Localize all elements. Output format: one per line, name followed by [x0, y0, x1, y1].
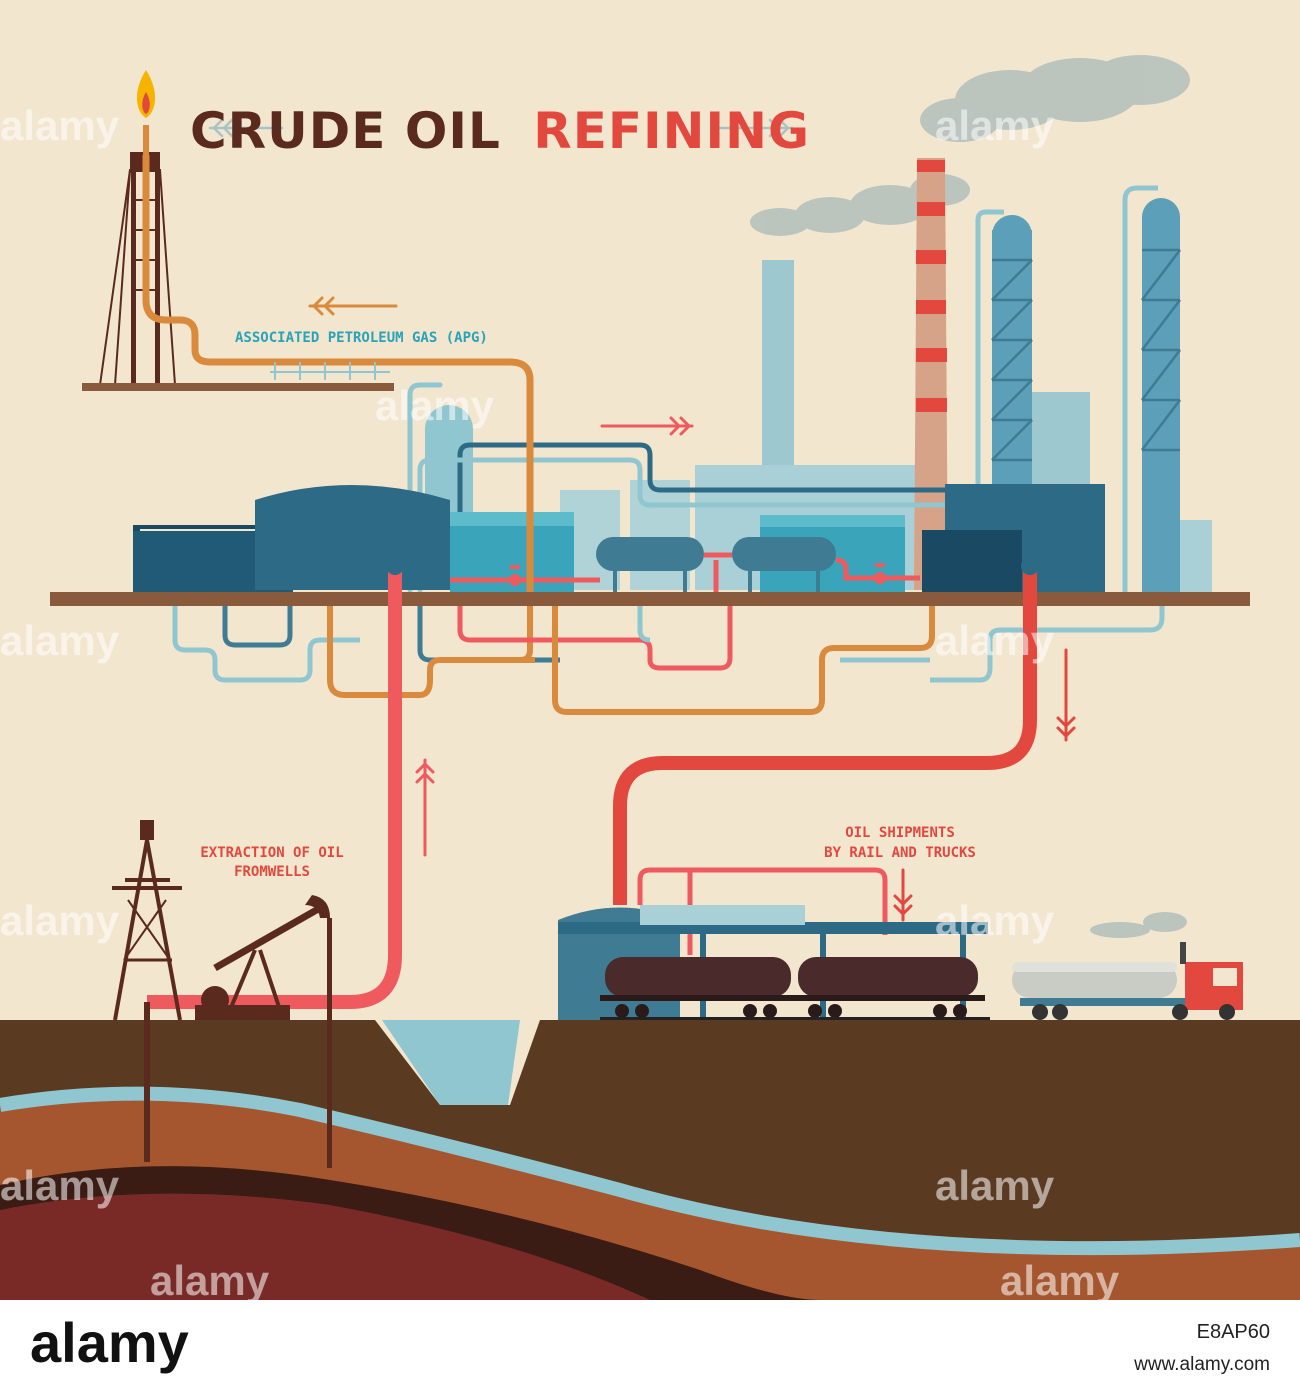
watermark-text: alamy — [150, 1257, 270, 1304]
watermark-text: alamy — [935, 897, 1055, 944]
arrow-down-shipment-icon — [1056, 648, 1076, 742]
distillation-column-2 — [1122, 185, 1181, 598]
refinery-upper-pipes — [407, 382, 948, 593]
horizontal-tanks — [596, 537, 836, 592]
oil-derrick — [112, 820, 182, 1162]
chimney — [914, 158, 948, 590]
under-platform-pipes — [172, 606, 1165, 715]
apg-label: ASSOCIATED PETROLEUM GAS (APG) — [235, 330, 488, 346]
watermarks: alamy alamy alamy alamy alamy alamy alam… — [0, 102, 1120, 1304]
distillation-column-1 — [975, 209, 1033, 505]
page-title: CRUDE OIL REFINING — [190, 102, 810, 160]
apg-pipe — [142, 155, 534, 595]
extraction-label-line-1: EXTRACTION OF OIL — [200, 845, 343, 861]
valve-icons — [509, 563, 886, 586]
flow-arrows — [208, 118, 1076, 1068]
watermark-text: alamy — [0, 897, 120, 944]
title-part-2: REFINING — [533, 102, 810, 160]
refinery-platform — [50, 592, 1250, 606]
footer-url: www.alamy.com — [1133, 1354, 1270, 1375]
watermark-text: alamy — [935, 1162, 1055, 1209]
arrow-down-rail-icon — [893, 868, 913, 922]
footer-bar — [0, 1300, 1300, 1390]
watermark-text: alamy — [0, 617, 120, 664]
rail-tank-cars — [600, 957, 990, 1020]
shipments-label-line-2: BY RAIL AND TRUCKS — [824, 845, 976, 861]
watermark-text: alamy — [0, 1162, 120, 1209]
water-pit — [382, 1020, 520, 1105]
extraction-pipe — [147, 557, 404, 1009]
arrow-left-apg-icon — [308, 296, 398, 316]
footer-logo: alamy — [30, 1311, 189, 1374]
watermark-text: alamy — [1000, 1257, 1120, 1304]
watermark-text: alamy — [935, 102, 1055, 149]
watermark-text: alamy — [0, 102, 120, 149]
tanker-truck — [1012, 942, 1243, 1020]
watermark-text: alamy — [375, 382, 495, 429]
arrow-right-refinery-icon — [600, 416, 694, 436]
watermark-text: alamy — [935, 617, 1055, 664]
extraction-label-line-2: FROMWELLS — [234, 864, 310, 880]
apg-pipe-rails — [270, 362, 390, 380]
footer-image-code: E8AP60 — [1197, 1321, 1270, 1343]
ground-layers — [0, 1020, 1300, 1300]
shipments-label-line-1: OIL SHIPMENTS — [845, 825, 955, 841]
arrow-right-title-icon — [718, 118, 794, 138]
pump-jack — [195, 895, 332, 1168]
title-part-1: CRUDE OIL — [190, 102, 501, 160]
arrow-up-extraction-icon — [415, 758, 435, 857]
arrow-left-title-icon — [208, 118, 284, 138]
